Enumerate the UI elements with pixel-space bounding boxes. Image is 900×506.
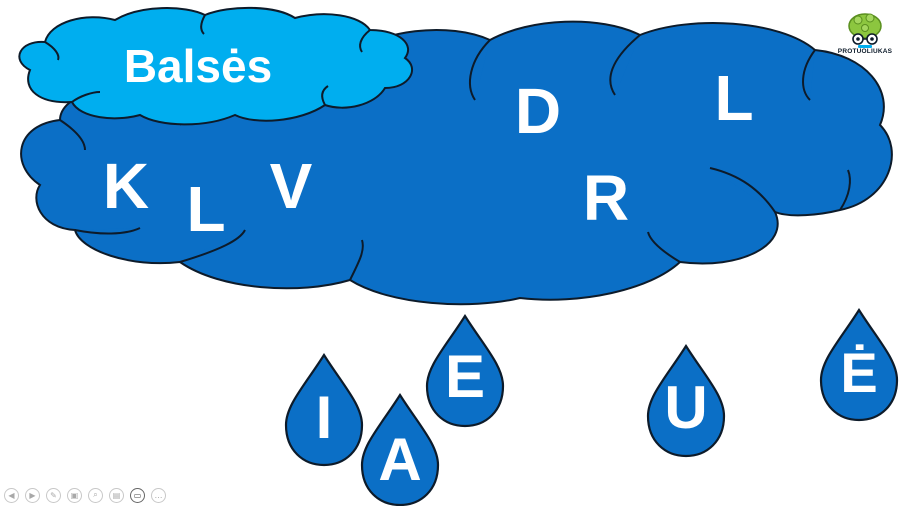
slides-icon[interactable]: ▣ [67,487,82,503]
raindrop-letter: E [445,343,485,410]
raindrop-letter: A [378,426,421,493]
raindrop-u[interactable]: U [646,343,726,458]
zoom-icon[interactable]: ⌕ [88,487,103,503]
cloud-letter-k: K [103,150,149,222]
cloud-letter-r: R [583,162,629,234]
cloud-letter-d: D [515,75,561,147]
camera-icon[interactable]: ▭ [130,487,145,503]
raindrop-e-dot[interactable]: Ė [819,307,899,422]
subtitles-icon[interactable]: ▤ [109,487,124,503]
more-icon[interactable]: … [151,487,166,503]
cloud-letter-l-2: L [714,62,753,134]
slide-title: Balsės [124,40,272,92]
raindrop-i[interactable]: I [284,352,364,467]
presentation-toolbar: ◀ ▶ ✎ ▣ ⌕ ▤ ▭ … [4,487,166,503]
title-cloud [18,6,414,126]
previous-icon[interactable]: ◀ [4,487,19,503]
logo-text: PROTUOLIUKAS [837,48,893,55]
pen-icon[interactable]: ✎ [46,487,61,503]
cloud-letter-l: L [186,173,225,245]
raindrop-e[interactable]: E [425,313,505,428]
raindrop-a[interactable]: A [360,392,440,506]
cloud-letter-v: V [270,150,313,222]
raindrop-letter: Ė [840,341,877,404]
raindrop-letter: U [664,374,707,441]
next-icon[interactable]: ▶ [25,487,40,503]
brain-glasses-icon [848,13,882,48]
raindrop-letter: I [316,384,333,451]
